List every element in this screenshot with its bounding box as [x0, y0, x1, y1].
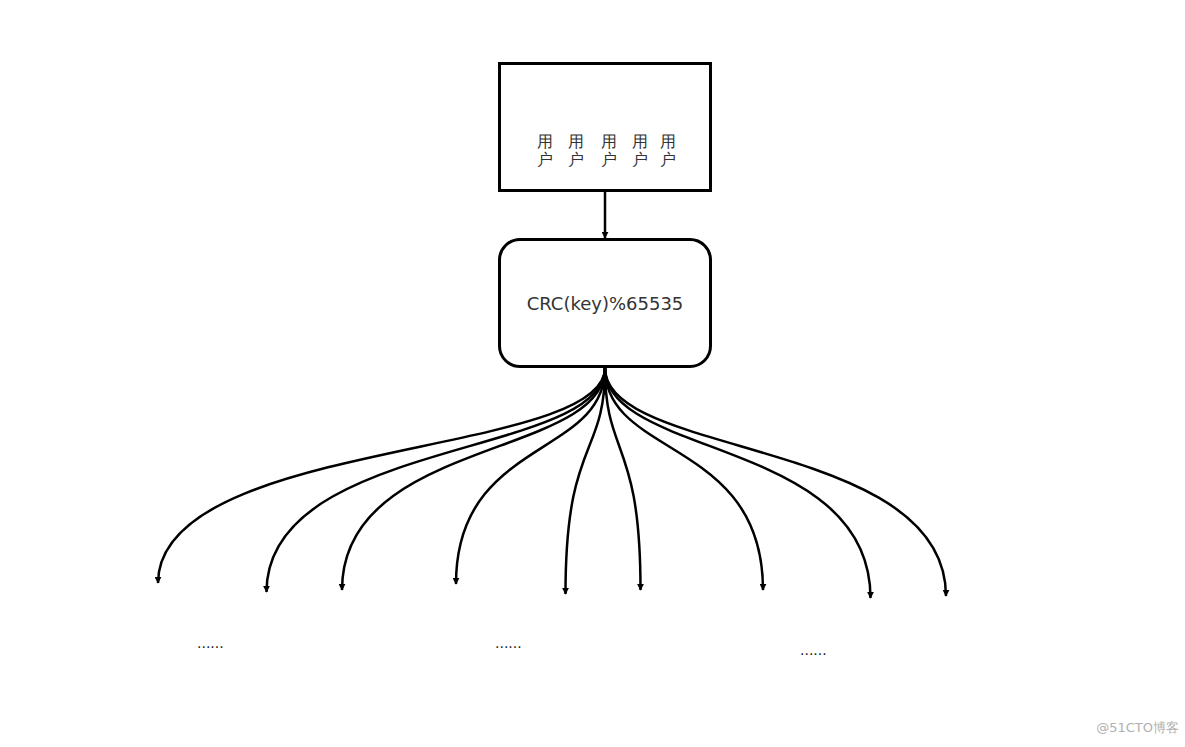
user-label: 用户 — [632, 133, 648, 168]
slot-shape — [840, 598, 901, 704]
hash-formula: CRC(key)%65535 — [527, 293, 684, 314]
slot-shape — [916, 596, 976, 702]
slot-shape — [312, 590, 372, 696]
database-cylinder: ...... — [125, 487, 388, 705]
user-label: 用户 — [537, 133, 553, 168]
users-box: 用户用户用户用户用户 — [498, 62, 712, 192]
slot-shape — [426, 584, 486, 690]
user-label: 用户 — [568, 133, 584, 168]
slot-shape — [236, 592, 297, 698]
cylinder-shape — [423, 487, 686, 705]
slot — [128, 583, 188, 690]
user-figures — [498, 62, 712, 192]
cylinder-shape — [728, 492, 991, 710]
arrow-connector — [604, 192, 607, 238]
ellipsis: ...... — [197, 635, 224, 651]
database-cylinder: ...... — [423, 487, 686, 705]
slot — [236, 592, 297, 698]
slot — [312, 590, 372, 696]
slot — [840, 598, 901, 704]
arrow-connector — [158, 368, 605, 583]
slot-shape — [535, 594, 596, 700]
arrow-connector — [605, 368, 763, 590]
arrow-connector — [605, 368, 946, 596]
arrow-connector — [605, 368, 641, 590]
slot — [733, 590, 793, 696]
watermark: @51CTO博客 — [1096, 719, 1179, 737]
user-label: 用户 — [660, 133, 676, 168]
slot — [426, 584, 486, 690]
slot-shape — [610, 590, 671, 696]
arrow-connector — [566, 368, 606, 594]
slot — [610, 590, 671, 696]
slot-shape — [733, 590, 793, 696]
hash-box: CRC(key)%65535 — [498, 238, 712, 368]
user-label: 用户 — [601, 133, 617, 168]
slot-shape — [128, 583, 188, 690]
arrow-connector — [456, 368, 605, 584]
arrow-connector — [605, 368, 871, 598]
ellipsis: ...... — [800, 642, 827, 658]
cylinder-shape — [125, 487, 388, 705]
arrow-connector — [267, 368, 606, 592]
slot — [916, 596, 976, 702]
slot — [535, 594, 596, 700]
database-cylinder: ...... — [728, 492, 991, 710]
ellipsis: ...... — [495, 635, 522, 651]
